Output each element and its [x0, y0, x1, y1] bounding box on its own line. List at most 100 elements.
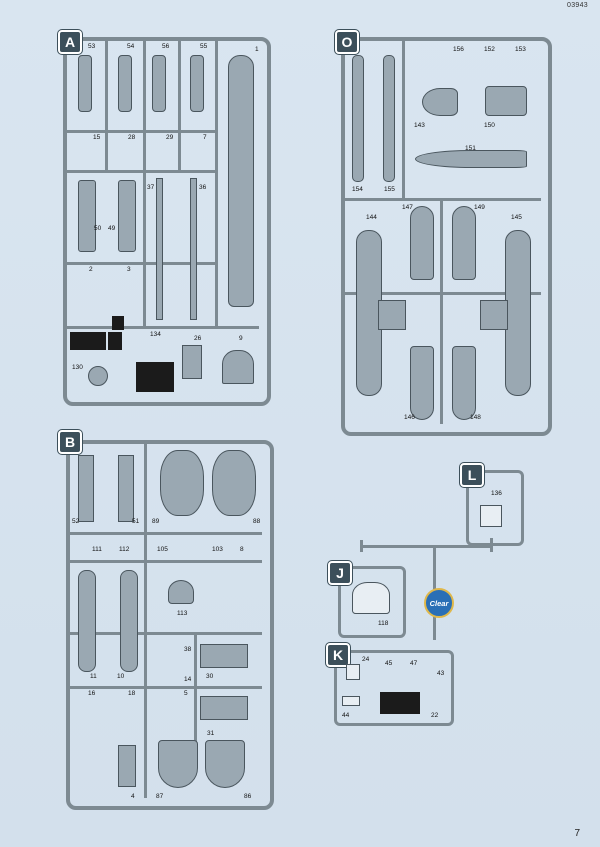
sprue-b-part-number: 103 — [212, 546, 223, 553]
sprue-a-part — [78, 55, 92, 112]
sprue-o-part-number: 153 — [515, 46, 526, 53]
sprue-k-part-number: 43 — [437, 670, 445, 677]
sprue-b-part-number: 113 — [177, 610, 188, 617]
sprue-a-dark-part — [136, 362, 174, 392]
sprue-o-part — [480, 300, 508, 330]
sprue-b-part-number: 38 — [184, 646, 192, 653]
sprue-k-part-number: 47 — [410, 660, 418, 667]
sprue-a-bar — [105, 40, 108, 170]
sprue-a-bar — [67, 326, 259, 329]
sprue-o-part — [378, 300, 406, 330]
sprue-a-part-number: 28 — [128, 134, 136, 141]
sprue-a-badge: A — [58, 30, 82, 54]
sprue-j-badge: J — [328, 561, 352, 585]
sprue-a-part — [152, 55, 166, 112]
sprue-k-part — [346, 664, 360, 680]
sprue-b-frame — [66, 440, 274, 810]
sprue-a-dark-part — [112, 316, 124, 330]
sprue-a-part-number: 49 — [108, 225, 116, 232]
sprue-b-part-number: 31 — [207, 730, 215, 737]
sprue-o-part — [410, 346, 434, 420]
sprue-a-part-number: 1 — [255, 46, 259, 53]
sprue-a-part — [118, 55, 132, 112]
sprue-b-part-number: 52 — [72, 518, 80, 525]
sprue-o-bar — [345, 292, 541, 295]
sprue-j-part-number: 118 — [378, 620, 389, 627]
sprue-o-part — [505, 230, 531, 396]
sprue-b-part-number: 5 — [184, 690, 188, 697]
sprue-b-part-number: 30 — [206, 673, 214, 680]
sprue-b-part — [205, 740, 245, 788]
sprue-k-badge: K — [326, 643, 350, 667]
sprue-b-part — [118, 455, 134, 522]
sprue-b-part — [120, 570, 138, 672]
sprue-o-part-number: 149 — [474, 204, 485, 211]
sprue-a-part-number: 53 — [88, 43, 96, 50]
sprue-a-part — [156, 178, 163, 320]
sprue-j-frame — [338, 566, 406, 638]
sprue-b-part-number: 105 — [157, 546, 168, 553]
sprue-o-frame — [341, 37, 552, 436]
sprue-a-part — [190, 178, 197, 320]
sprue-b-part — [158, 740, 198, 788]
sprue-b-bar — [70, 686, 262, 689]
sprue-j-part — [352, 582, 390, 614]
sprue-a-part-number: 50 — [94, 225, 102, 232]
sprue-a-part-number: 134 — [150, 331, 161, 338]
sprue-l-part — [480, 505, 502, 527]
page-number: 7 — [574, 828, 580, 839]
sprue-o-part — [485, 86, 527, 116]
sprue-o-part — [415, 150, 527, 168]
sprue-b-bar — [194, 635, 197, 743]
sprue-b-part-number: 112 — [119, 546, 130, 553]
sprue-o-part — [352, 55, 364, 182]
sprue-b-bar — [144, 444, 147, 798]
sprue-k-part-number: 24 — [362, 656, 370, 663]
sprue-b-part — [168, 580, 194, 604]
sprue-a-part — [78, 180, 96, 252]
sprue-o-part-number: 154 — [352, 186, 363, 193]
sprue-a-part-number: 55 — [200, 43, 208, 50]
sprue-a-part-number: 26 — [194, 335, 202, 342]
sprue-a-bar — [215, 40, 218, 328]
sprue-a-part — [118, 180, 136, 252]
sprue-a-part-number: 15 — [93, 134, 101, 141]
clear-sprue-runner — [362, 545, 492, 548]
sprue-o-bar — [440, 200, 443, 424]
sprue-b-part — [200, 696, 248, 720]
sprue-b-part-number: 4 — [131, 793, 135, 800]
sprue-b-part-number: 87 — [156, 793, 164, 800]
sprue-a-part-number: 29 — [166, 134, 174, 141]
sprue-a-part-number: 56 — [162, 43, 170, 50]
sprue-a-part — [190, 55, 204, 112]
sprue-b-part — [78, 455, 94, 522]
sprue-b-part — [200, 644, 248, 668]
sprue-l-frame — [466, 470, 524, 546]
sprue-a-part-number: 130 — [72, 364, 83, 371]
sprue-a-dark-part — [108, 332, 122, 350]
sprue-b-part — [212, 450, 256, 516]
sprue-o-bar — [402, 40, 405, 198]
sprue-b-part-number: 14 — [184, 676, 192, 683]
sprue-a-part — [222, 350, 254, 384]
sprue-a-bar — [67, 262, 217, 265]
sprue-b-bar — [70, 532, 262, 535]
sprue-a-part-number: 37 — [147, 184, 155, 191]
sprue-a-part-number: 9 — [239, 335, 243, 342]
sprue-a-bar — [178, 40, 181, 170]
clear-sprue-runner — [360, 540, 363, 552]
sprue-b-part-number: 18 — [128, 690, 136, 697]
sprue-k-part-number: 22 — [431, 712, 439, 719]
sprue-o-part-number: 144 — [366, 214, 377, 221]
sprue-a-frame — [63, 37, 271, 406]
sprue-o-part-number: 148 — [470, 414, 481, 421]
sprue-o-part-number: 145 — [511, 214, 522, 221]
sprue-o-part — [410, 206, 434, 280]
sprue-a-part — [88, 366, 108, 386]
sprue-b-part-number: 16 — [88, 690, 96, 697]
sprue-a-part-number: 2 — [89, 266, 93, 273]
sprue-a-bar — [67, 130, 217, 133]
clear-parts-badge: Clear — [424, 588, 454, 618]
sprue-a-part-number: 36 — [199, 184, 207, 191]
